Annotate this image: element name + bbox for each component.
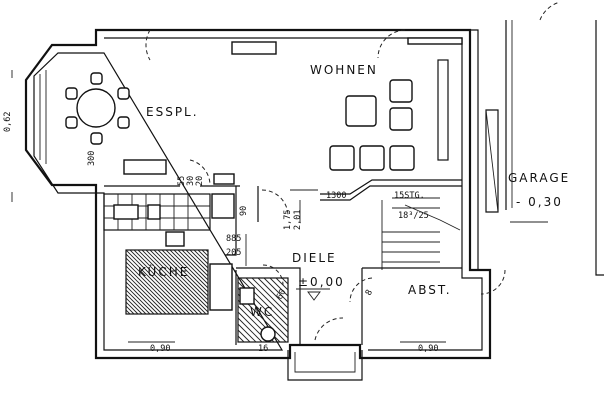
- dim-16: 16: [258, 344, 268, 354]
- hatch-line: [157, 249, 209, 301]
- hatch-line: [149, 249, 209, 309]
- hatch-line: [141, 249, 207, 315]
- hatch-line: [137, 249, 203, 315]
- hatch-line: [173, 249, 209, 285]
- hatch-line: [165, 249, 209, 293]
- hatch-line: [281, 277, 289, 285]
- hatch-line: [125, 277, 163, 315]
- hatch-line: [153, 249, 209, 305]
- hatch-line: [245, 277, 289, 321]
- hatch-line: [169, 249, 209, 289]
- wc-fixtures: [237, 277, 289, 343]
- label-wohnen: WOHNEN: [310, 63, 378, 77]
- hatch-line: [251, 277, 289, 315]
- hatch-line: [185, 249, 209, 273]
- dim-60: 60: [275, 288, 289, 302]
- label-abst: ABST.: [408, 283, 452, 297]
- kitchen-furniture: [103, 173, 235, 315]
- hatch-line: [237, 317, 263, 343]
- dining-set: [65, 72, 130, 145]
- dimension-lines: [11, 70, 548, 343]
- garage: [470, 1, 604, 276]
- dim-885: 885: [226, 234, 241, 244]
- hatch-line: [129, 249, 195, 315]
- dim-20: 20: [195, 176, 205, 186]
- dim-55: 55: [177, 176, 187, 186]
- hatch-line: [125, 305, 135, 315]
- hatch-line: [189, 249, 209, 269]
- hatch-line: [145, 249, 209, 313]
- label-diele: DIELE: [292, 251, 337, 265]
- hatch-line: [125, 265, 175, 315]
- hatch-line: [125, 293, 147, 315]
- hatch-line: [275, 277, 289, 291]
- room-labels: WOHNEN ESSPL. KÜCHE DIELE ±0,00 WC ABST.…: [138, 63, 570, 319]
- label-kueche: KÜCHE: [138, 263, 189, 279]
- hatch-line: [133, 249, 199, 315]
- dim-300: 300: [87, 151, 97, 166]
- hatch-line: [239, 277, 289, 327]
- dimension-labels: 0,62 300 55 30 20 90 885 205 1,75 2,01 1…: [3, 112, 438, 354]
- hatch-line: [125, 285, 155, 315]
- dim-90: 90: [239, 206, 249, 216]
- hatch-line: [237, 323, 257, 343]
- label-esspl: ESSPL.: [146, 105, 199, 119]
- hatch-line: [125, 257, 183, 315]
- dim-1300: 1300: [326, 191, 346, 201]
- hatch-line: [125, 261, 179, 315]
- label-garage-level: - 0,30: [516, 195, 563, 209]
- hatch-line: [181, 249, 209, 277]
- hatch-line: [125, 309, 131, 315]
- hatch-line: [161, 249, 209, 297]
- dim-15stg: 15STG.: [394, 191, 425, 201]
- hatch-line: [193, 249, 209, 265]
- island-hatch: [125, 249, 209, 315]
- windows: [123, 37, 463, 175]
- dim-205: 205: [226, 248, 241, 258]
- hatch-line: [197, 249, 209, 261]
- dim-18-25: 18³/25: [398, 211, 429, 221]
- hatch-line: [125, 269, 171, 315]
- hatch-line: [269, 277, 289, 297]
- dim-8: 8: [364, 288, 375, 297]
- hatch-line: [257, 277, 289, 309]
- hatch-line: [125, 249, 191, 315]
- hatch-line: [263, 277, 289, 303]
- dim-175: 1,75: [283, 210, 293, 230]
- dim-201: 2,01: [293, 210, 303, 230]
- hatch-line: [205, 249, 209, 253]
- hatch-line: [125, 253, 187, 315]
- label-garage: GARAGE: [508, 171, 570, 185]
- hatch-line: [237, 335, 245, 343]
- living-furniture: [329, 59, 449, 171]
- hatch-line: [125, 301, 139, 315]
- hatch-line: [125, 297, 143, 315]
- dim-090-left: 0,90: [150, 344, 170, 354]
- hatch-line: [177, 249, 209, 281]
- hatch-line: [125, 289, 151, 315]
- label-wc: WC: [250, 305, 274, 319]
- dim-30: 30: [186, 176, 196, 186]
- hatch-line: [125, 281, 159, 315]
- hatch-line: [201, 249, 209, 257]
- doors: [145, 29, 506, 341]
- dim-062: 0,62: [3, 112, 13, 132]
- hatch-line: [237, 329, 251, 343]
- hatch-line: [125, 273, 167, 315]
- label-diele-level: ±0,00: [298, 275, 345, 289]
- dim-090-right: 0,90: [418, 344, 438, 354]
